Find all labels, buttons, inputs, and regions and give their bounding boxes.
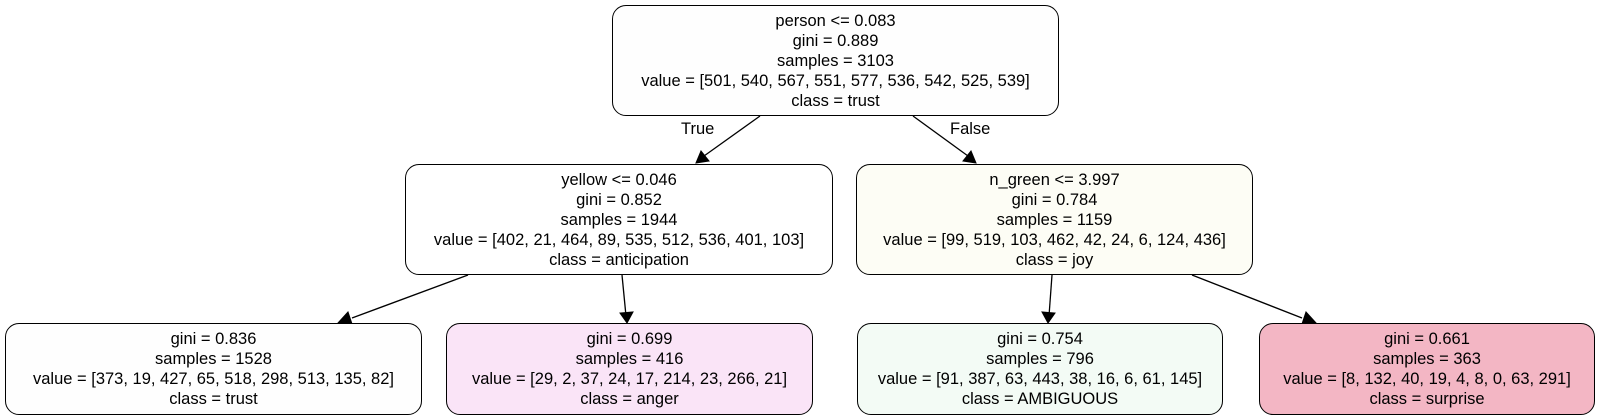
- tree-node-left: yellow <= 0.046 gini = 0.852 samples = 1…: [405, 164, 833, 275]
- node-class: class = joy: [1015, 250, 1094, 269]
- arrowhead-n2: [962, 150, 977, 164]
- tree-node-right: n_green <= 3.997 gini = 0.784 samples = …: [856, 164, 1253, 275]
- node-split-condition: person <= 0.083: [775, 11, 896, 30]
- node-class: class = surprise: [1369, 390, 1485, 408]
- node-split-condition: yellow <= 0.046: [561, 170, 677, 189]
- node-value: value = [91, 387, 63, 443, 38, 16, 6, 61…: [877, 370, 1203, 388]
- tree-leaf-node: gini = 0.754 samples = 796 value = [91, …: [857, 323, 1223, 415]
- node-samples: samples = 1528: [155, 350, 272, 368]
- node-samples: samples = 363: [1373, 350, 1481, 368]
- edge-n0-n2: [912, 115, 969, 157]
- node-split-condition: n_green <= 3.997: [989, 170, 1120, 189]
- edge-n2-n6: [1191, 274, 1303, 319]
- node-gini: gini = 0.661: [1384, 330, 1470, 348]
- node-class: class = trust: [169, 390, 258, 408]
- node-value: value = [99, 519, 103, 462, 42, 24, 6, 1…: [883, 230, 1226, 249]
- node-gini: gini = 0.889: [792, 31, 879, 50]
- node-samples: samples = 1159: [996, 210, 1113, 229]
- edge-label-false: False: [950, 120, 991, 138]
- edge-n1-n3: [351, 274, 469, 319]
- edge-n2-n5: [1048, 274, 1053, 317]
- node-gini: gini = 0.699: [586, 330, 673, 348]
- edge-label-true: True: [681, 120, 715, 138]
- node-gini: gini = 0.784: [1011, 190, 1098, 209]
- arrowhead-n5: [1041, 311, 1056, 324]
- tree-leaf-node: gini = 0.836 samples = 1528 value = [373…: [5, 323, 422, 415]
- tree-node-root: person <= 0.083 gini = 0.889 samples = 3…: [612, 5, 1059, 116]
- node-value: value = [373, 19, 427, 65, 518, 298, 513…: [32, 370, 394, 388]
- arrowhead-n4: [619, 311, 634, 324]
- node-samples: samples = 796: [986, 350, 1094, 368]
- node-value: value = [8, 132, 40, 19, 4, 8, 0, 63, 29…: [1283, 370, 1571, 388]
- node-samples: samples = 1944: [560, 210, 678, 229]
- node-gini: gini = 0.836: [170, 330, 257, 348]
- node-value: value = [501, 540, 567, 551, 577, 536, 5…: [641, 71, 1030, 90]
- node-class: class = AMBIGUOUS: [961, 390, 1119, 408]
- edge-n1-n4: [621, 274, 627, 317]
- tree-leaf-node: gini = 0.661 samples = 363 value = [8, 1…: [1259, 323, 1595, 415]
- arrowhead-n1: [695, 150, 710, 164]
- node-class: class = anticipation: [549, 250, 689, 269]
- node-gini: gini = 0.852: [576, 190, 662, 209]
- node-samples: samples = 3103: [777, 51, 894, 70]
- node-samples: samples = 416: [575, 350, 684, 368]
- node-value: value = [402, 21, 464, 89, 535, 512, 536…: [433, 230, 805, 249]
- node-class: class = anger: [580, 390, 679, 408]
- edge-n0-n1: [703, 115, 761, 157]
- node-class: class = trust: [791, 91, 880, 110]
- node-value: value = [29, 2, 37, 24, 17, 214, 23, 266…: [471, 370, 788, 388]
- node-gini: gini = 0.754: [997, 330, 1083, 348]
- tree-leaf-node: gini = 0.699 samples = 416 value = [29, …: [446, 323, 813, 415]
